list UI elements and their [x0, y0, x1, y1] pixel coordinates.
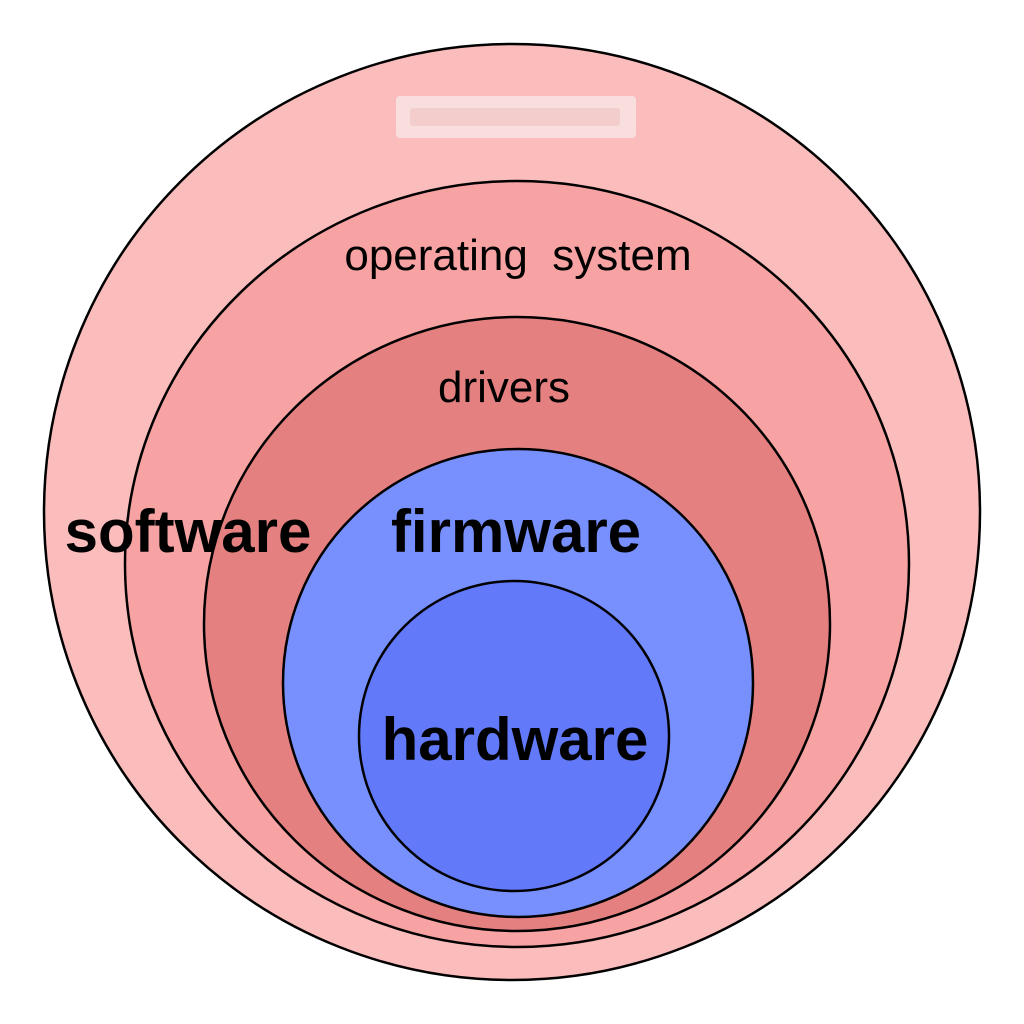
- hardware-layer: [357, 579, 671, 893]
- software-label: software: [65, 498, 312, 565]
- hardware-label: hardware: [382, 706, 649, 773]
- drivers-label: drivers: [438, 363, 570, 412]
- operating-system-label: operating system: [344, 231, 691, 280]
- firmware-label: firmware: [391, 498, 641, 565]
- faint-blurred-mark-inner: [410, 108, 620, 126]
